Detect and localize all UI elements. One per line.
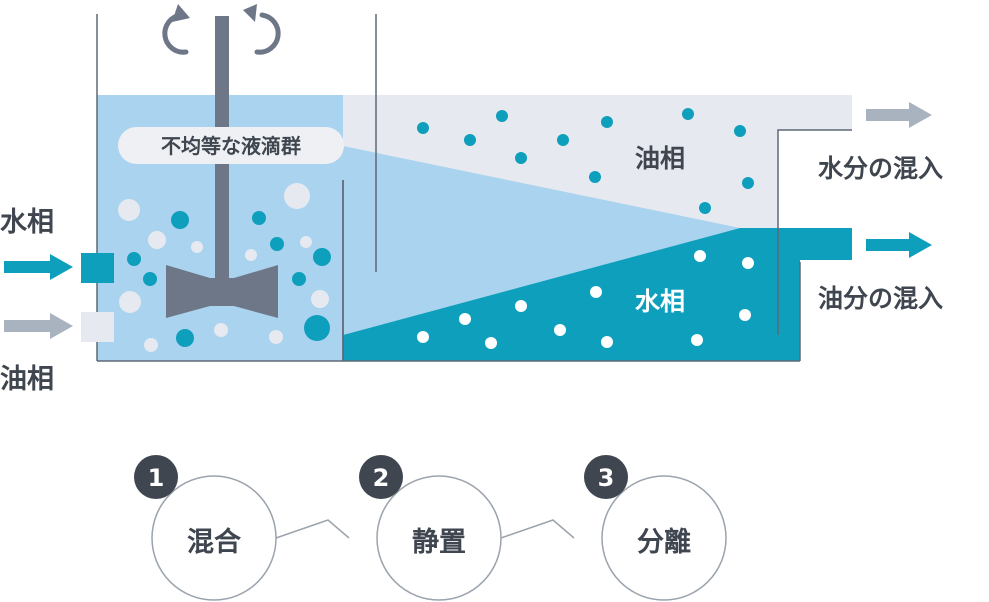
outlet-bottom-label: 油分の混入 [818, 284, 943, 313]
step-number-badge [134, 455, 178, 499]
emulsion-wedge [343, 146, 740, 335]
step-connector [275, 519, 350, 539]
process-steps: 1 混合 2 静置 3 分離 [134, 455, 727, 601]
inlet-water-label: 水相 [0, 207, 54, 238]
rotate-arrow-left-icon [162, 4, 190, 55]
mixing-droplets [118, 183, 331, 352]
step-2: 2 静置 [359, 455, 502, 601]
droplet-label: 不均等な液滴群 [161, 134, 301, 158]
rotate-arrow-right-icon [243, 4, 281, 55]
outlet-top-label: 水分の混入 [818, 154, 943, 183]
step-connector [500, 519, 575, 539]
water-inlet-port [81, 253, 114, 283]
step-label: 分離 [637, 526, 691, 558]
step-number: 1 [148, 464, 165, 492]
oil-phase-droplets [417, 108, 754, 214]
oil-phase-label: 油相 [635, 144, 685, 173]
oil-inlet-port [81, 312, 114, 342]
droplet-label-pill [118, 127, 344, 164]
water-phase-label: 水相 [635, 287, 685, 316]
step-number: 3 [598, 464, 615, 492]
inlet-oil-label: 油相 [0, 364, 54, 395]
step-number: 2 [373, 464, 390, 492]
arrow-right-icon [4, 313, 73, 339]
step-3: 3 分離 [584, 455, 727, 601]
impeller-blade [166, 265, 278, 318]
step-1: 1 混合 [134, 455, 277, 601]
arrow-right-icon [866, 232, 932, 258]
step-label: 混合 [187, 526, 241, 558]
arrow-right-icon [4, 254, 73, 280]
step-number-badge [359, 455, 403, 499]
water-phase-droplets [417, 250, 754, 349]
step-label: 静置 [412, 527, 466, 558]
arrow-right-icon [866, 102, 932, 128]
step-number-badge [584, 455, 628, 499]
